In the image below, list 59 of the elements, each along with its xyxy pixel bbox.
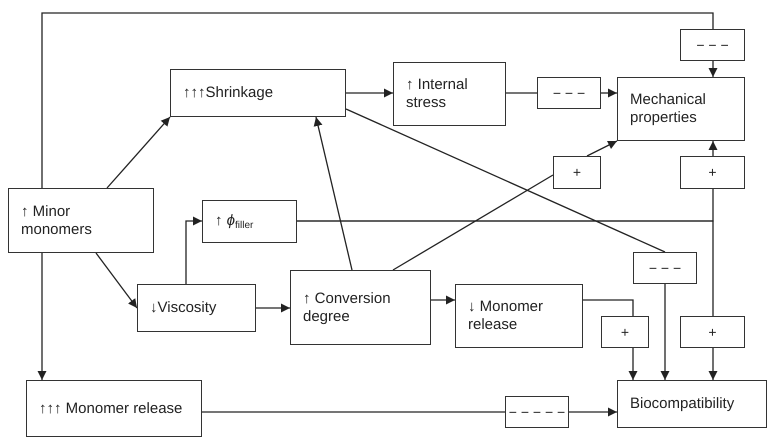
connector-line bbox=[346, 108, 666, 253]
process-box bbox=[455, 284, 583, 348]
box-label: ↑ ϕ$_{filler}$ bbox=[215, 212, 254, 232]
process-box bbox=[137, 284, 256, 332]
box-label: ↑↑↑ Monomer release bbox=[39, 400, 182, 418]
arrow bbox=[660, 284, 670, 380]
sign-label: − − − bbox=[552, 84, 586, 102]
arrow bbox=[708, 141, 718, 156]
sign-label: − − − bbox=[648, 260, 682, 276]
sign-label: + bbox=[620, 324, 630, 340]
sign-label: − − − bbox=[696, 36, 729, 54]
box-label: ↑↑↑Shrinkage bbox=[183, 84, 274, 102]
box-label: ↓ Monomer release bbox=[468, 298, 544, 334]
box-label: ↑ Internal stress bbox=[406, 76, 469, 112]
process-box bbox=[26, 380, 202, 437]
sign-box bbox=[680, 316, 745, 348]
arrow bbox=[708, 61, 718, 77]
process-box bbox=[617, 380, 767, 428]
sign-label: + bbox=[708, 324, 717, 340]
sign-box bbox=[505, 396, 569, 428]
sign-box bbox=[601, 316, 649, 348]
box-label: Mechanical properties bbox=[630, 91, 707, 127]
process-box bbox=[202, 200, 297, 243]
sign-label: − − − − − bbox=[508, 404, 566, 420]
sign-box bbox=[680, 156, 745, 189]
sign-box bbox=[633, 252, 697, 284]
arrow bbox=[38, 253, 46, 380]
process-box bbox=[170, 69, 346, 117]
process-box bbox=[617, 77, 745, 141]
arrow bbox=[708, 348, 718, 380]
arrow bbox=[106, 116, 170, 188]
arrow bbox=[256, 304, 290, 312]
arrow bbox=[185, 216, 202, 284]
box-label: Biocompatibility bbox=[630, 395, 734, 413]
connector-line bbox=[297, 220, 714, 316]
connector-line bbox=[506, 92, 537, 94]
arrow bbox=[95, 252, 138, 308]
sign-box bbox=[537, 77, 601, 109]
connector-line bbox=[202, 411, 505, 413]
sign-box bbox=[680, 29, 745, 61]
connector-line bbox=[583, 299, 634, 316]
connector-line bbox=[392, 174, 554, 271]
arrow bbox=[431, 296, 455, 304]
arrow bbox=[601, 88, 617, 98]
box-label: ↑ Conversion degree bbox=[303, 290, 392, 326]
sign-box bbox=[553, 156, 601, 189]
arrow bbox=[569, 408, 617, 416]
sign-label: + bbox=[572, 164, 582, 181]
arrow bbox=[346, 88, 393, 98]
sign-label: + bbox=[708, 164, 717, 181]
box-label: ↑ Minor monomers bbox=[21, 202, 93, 238]
arrow bbox=[314, 116, 353, 270]
process-box bbox=[393, 62, 506, 126]
box-label: ↓Viscosity bbox=[150, 299, 216, 317]
process-box bbox=[290, 270, 431, 345]
arrow bbox=[628, 348, 638, 380]
process-box bbox=[8, 188, 154, 253]
arrow bbox=[586, 140, 618, 157]
connector-line bbox=[41, 12, 714, 188]
